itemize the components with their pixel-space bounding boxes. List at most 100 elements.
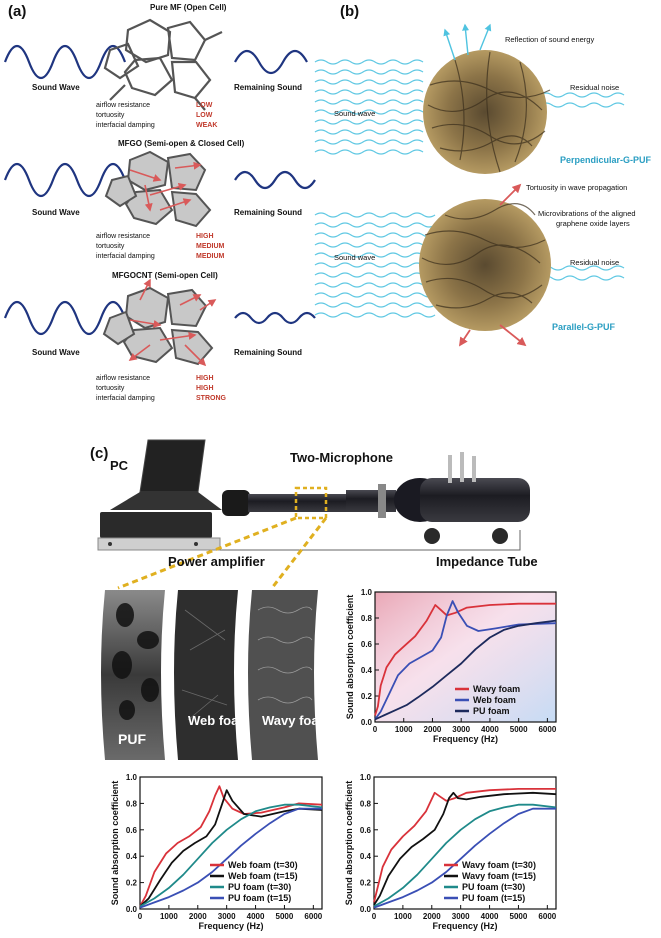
row-2-prop-3-val: MEDIUM bbox=[196, 253, 225, 260]
parallel-diagram: Tortuosity in wave propagation Microvibr… bbox=[314, 183, 636, 347]
row-1-remaining: Remaining Sound bbox=[234, 83, 302, 92]
y-axis-label: Sound absorption coefficient bbox=[344, 781, 354, 906]
legend-entry: Web foam (t=30) bbox=[228, 860, 298, 870]
sound-wave-2 bbox=[3, 162, 316, 198]
series-line-3 bbox=[373, 803, 557, 908]
row-1-prop-1-key: airflow resistance bbox=[96, 102, 150, 109]
y-tick-label: 1.0 bbox=[360, 773, 372, 782]
plot-frame bbox=[139, 776, 323, 910]
legend-entry: Wavy foam (t=15) bbox=[462, 871, 536, 881]
y-tick-label: 1.0 bbox=[126, 773, 138, 782]
x-axis-label: Frequency (Hz) bbox=[432, 921, 497, 931]
x-tick-label: 3000 bbox=[452, 912, 470, 921]
x-tick-label: 2000 bbox=[189, 912, 207, 921]
row-1-prop-3-key: interfacial damping bbox=[96, 122, 155, 129]
sem-puf: PUF bbox=[101, 590, 165, 760]
legend-entry: Web foam (t=15) bbox=[228, 871, 298, 881]
row-1-prop-2-key: tortuosity bbox=[96, 112, 125, 119]
series-line-1 bbox=[139, 785, 323, 907]
x-tick-label: 0 bbox=[372, 912, 377, 921]
panel-c-label: (c) bbox=[90, 445, 108, 462]
x-tick-label: 6000 bbox=[538, 725, 556, 734]
foam-texture-bottom bbox=[421, 203, 546, 309]
panel-b: (b) bbox=[314, 3, 652, 347]
x-tick-label: 4000 bbox=[481, 725, 499, 734]
laptop bbox=[97, 439, 222, 551]
x-tick-label: 1000 bbox=[395, 725, 413, 734]
x-tick-label: 1000 bbox=[394, 912, 412, 921]
chart-background bbox=[375, 592, 556, 722]
sem-puf-label: PUF bbox=[118, 731, 146, 747]
y-tick-label: 0.2 bbox=[361, 692, 373, 701]
sem-wavy-label: Wavy foam bbox=[262, 713, 330, 728]
y-tick-label: 0.4 bbox=[126, 852, 138, 861]
series-line-3 bbox=[374, 619, 557, 721]
row-1-prop-3-val: WEAK bbox=[196, 122, 217, 129]
row-3-prop-1-val: HIGH bbox=[196, 375, 214, 382]
impedance-tube-label: Impedance Tube bbox=[436, 554, 538, 569]
x-tick-label: 0 bbox=[373, 725, 378, 734]
sound-wave-label-top: Sound wave bbox=[334, 109, 375, 118]
plot-frame bbox=[374, 591, 557, 723]
x-axis-label: Frequency (Hz) bbox=[198, 921, 263, 931]
x-tick-label: 4000 bbox=[481, 912, 499, 921]
x-tick-label: 5000 bbox=[276, 912, 294, 921]
row-3-title: MFGOCNT (Semi-open Cell) bbox=[112, 271, 218, 280]
panel-a-row-1: Pure MF (Open Cell) Sound Wave Remaining… bbox=[3, 3, 308, 129]
legend-entry: Wavy foam (t=30) bbox=[462, 860, 536, 870]
x-tick-label: 3000 bbox=[218, 912, 236, 921]
reflection-arrows bbox=[443, 23, 492, 61]
y-axis-label: Sound absorption coefficient bbox=[345, 595, 355, 720]
y-tick-label: 1.0 bbox=[361, 588, 373, 597]
pc-label: PC bbox=[110, 458, 129, 473]
series-line-2 bbox=[139, 789, 323, 908]
row-1-prop-2-val: LOW bbox=[196, 112, 213, 119]
sample-highlight-box bbox=[294, 486, 328, 520]
row-1-title: Pure MF (Open Cell) bbox=[150, 3, 227, 12]
row-2-prop-1-val: HIGH bbox=[196, 233, 214, 240]
x-tick-label: 6000 bbox=[304, 912, 322, 921]
y-axis-label: Sound absorption coefficient bbox=[110, 781, 120, 906]
x-tick-label: 3000 bbox=[452, 725, 470, 734]
series-line-2 bbox=[373, 791, 557, 906]
residual-label-top: Residual noise bbox=[570, 83, 619, 92]
y-tick-label: 0.8 bbox=[126, 799, 138, 808]
y-tick-label: 0.2 bbox=[360, 879, 372, 888]
row-2-prop-3-key: interfacial damping bbox=[96, 253, 155, 260]
y-tick-label: 0.0 bbox=[360, 905, 372, 914]
y-tick-label: 0.2 bbox=[126, 879, 138, 888]
perpendicular-label: Perpendicular-G-PUF bbox=[560, 155, 652, 165]
row-1-prop-1-val: LOW bbox=[196, 102, 213, 109]
x-axis-label: Frequency (Hz) bbox=[433, 734, 498, 744]
y-tick-label: 0.8 bbox=[360, 799, 372, 808]
legend-entry: Web foam bbox=[473, 695, 516, 705]
series-line-1 bbox=[373, 788, 556, 903]
tortuosity-arrows-3 bbox=[128, 278, 217, 367]
legend-entry: PU foam (t=30) bbox=[462, 882, 525, 892]
row-3-prop-2-key: tortuosity bbox=[96, 385, 125, 392]
residual-label-bottom: Residual noise bbox=[570, 258, 619, 267]
incoming-waves-bottom bbox=[314, 212, 625, 318]
plot-frame bbox=[373, 776, 557, 910]
reflection-label: Reflection of sound energy bbox=[505, 35, 594, 44]
legend-entry: Wavy foam bbox=[473, 684, 520, 694]
semi-open-closed-foam bbox=[104, 150, 212, 228]
row-2-prop-2-key: tortuosity bbox=[96, 243, 125, 250]
parallel-label: Parallel-G-PUF bbox=[552, 322, 616, 332]
row-2-sound-wave: Sound Wave bbox=[32, 208, 80, 217]
legend-entry: PU foam (t=15) bbox=[462, 893, 525, 903]
x-tick-label: 1000 bbox=[160, 912, 178, 921]
row-2-title: MFGO (Semi-open & Closed Cell) bbox=[118, 139, 245, 148]
row-2-prop-2-val: MEDIUM bbox=[196, 243, 225, 250]
x-tick-label: 2000 bbox=[423, 912, 441, 921]
series-line-4 bbox=[139, 807, 322, 909]
x-tick-label: 5000 bbox=[510, 912, 528, 921]
row-2-remaining: Remaining Sound bbox=[234, 208, 302, 217]
sound-wave-1 bbox=[3, 44, 308, 80]
sem-images: PUF Web foam Wavy foam bbox=[101, 590, 330, 760]
zoom-connectors bbox=[117, 516, 328, 590]
y-tick-label: 0.6 bbox=[360, 826, 372, 835]
sem-wavy-foam: Wavy foam bbox=[248, 590, 330, 760]
series-line-1 bbox=[374, 602, 556, 716]
